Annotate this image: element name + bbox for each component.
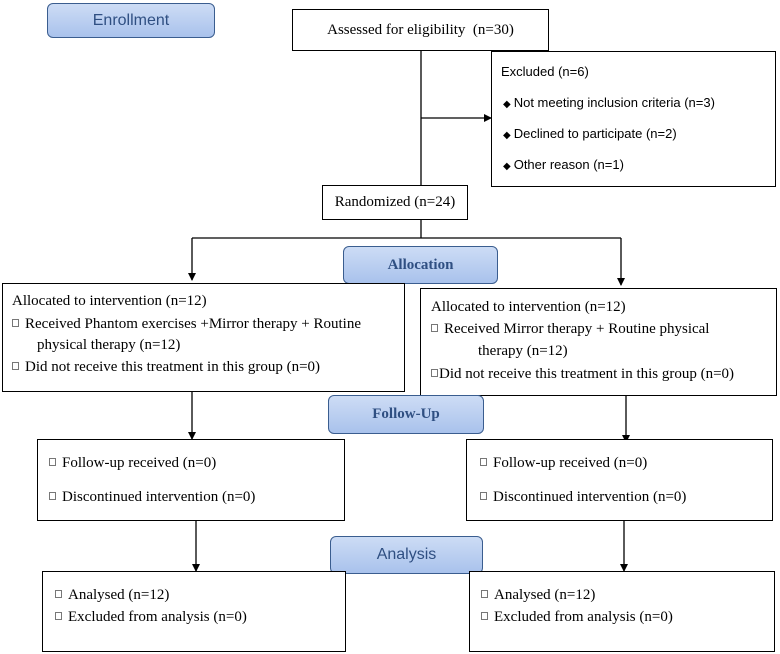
stage-follow-up-label: Follow-Up [372, 406, 440, 422]
checkbox-bullet-icon [55, 590, 62, 598]
checkbox-bullet-icon [481, 612, 488, 620]
checkbox-bullet-icon [431, 369, 438, 377]
stage-allocation-label: Allocation [387, 256, 454, 273]
right-analysis-excluded: Excluded from analysis (n=0) [481, 608, 673, 627]
stage-enrollment: Enrollment [47, 3, 215, 38]
checkbox-bullet-icon [480, 458, 487, 466]
checkbox-bullet-icon [481, 590, 488, 598]
left-allocation-received-cont: physical therapy (n=12) [37, 337, 181, 353]
excluded-item: ◆Not meeting inclusion criteria (n=3) [503, 95, 715, 110]
right-followup-box: Follow-up received (n=0) Discontinued in… [466, 439, 773, 521]
left-followup-discontinued: Discontinued intervention (n=0) [49, 488, 255, 507]
right-analysis-box: Analysed (n=12) Excluded from analysis (… [469, 571, 775, 652]
excluded-item: ◆Declined to participate (n=2) [503, 126, 677, 141]
left-allocation-received: Received Phantom exercises +Mirror thera… [12, 315, 361, 334]
left-followup-received: Follow-up received (n=0) [49, 454, 216, 473]
checkbox-bullet-icon [49, 492, 56, 500]
diamond-bullet-icon: ◆ [503, 99, 511, 110]
checkbox-bullet-icon [49, 458, 56, 466]
excluded-box: Excluded (n=6) ◆Not meeting inclusion cr… [491, 51, 776, 187]
checkbox-bullet-icon [55, 612, 62, 620]
right-allocation-not-received: Did not receive this treatment in this g… [431, 365, 734, 384]
left-analysis-box: Analysed (n=12) Excluded from analysis (… [42, 571, 346, 652]
left-allocation-box: Allocated to intervention (n=12) Receive… [2, 283, 405, 392]
stage-follow-up: Follow-Up [328, 395, 484, 434]
excluded-title: Excluded (n=6) [501, 64, 589, 79]
stage-analysis: Analysis [330, 536, 483, 574]
right-allocation-received-cont: therapy (n=12) [478, 343, 568, 359]
excluded-item: ◆Other reason (n=1) [503, 157, 624, 172]
stage-analysis-label: Analysis [376, 546, 437, 563]
right-followup-discontinued: Discontinued intervention (n=0) [480, 488, 686, 507]
assessed-text: Assessed for eligibility (n=30) [327, 21, 514, 38]
diamond-bullet-icon: ◆ [503, 130, 511, 141]
stage-enrollment-label: Enrollment [92, 11, 170, 29]
checkbox-bullet-icon [480, 492, 487, 500]
left-analysis-analysed: Analysed (n=12) [55, 586, 169, 605]
right-allocation-received: Received Mirror therapy + Routine physic… [431, 320, 709, 339]
randomized-text: Randomized (n=24) [334, 194, 456, 211]
right-followup-received: Follow-up received (n=0) [480, 454, 647, 473]
left-followup-box: Follow-up received (n=0) Discontinued in… [37, 439, 345, 521]
right-allocation-box: Allocated to intervention (n=12) Receive… [420, 288, 777, 396]
right-analysis-analysed: Analysed (n=12) [481, 586, 595, 605]
right-allocation-title: Allocated to intervention (n=12) [431, 299, 626, 315]
stage-allocation: Allocation [343, 246, 498, 284]
randomized-box: Randomized (n=24) [322, 185, 468, 220]
checkbox-bullet-icon [431, 324, 438, 332]
checkbox-bullet-icon [12, 319, 19, 327]
left-allocation-title: Allocated to intervention (n=12) [12, 293, 207, 309]
assessed-box: Assessed for eligibility (n=30) [292, 9, 549, 51]
left-allocation-not-received: Did not receive this treatment in this g… [12, 358, 320, 377]
diamond-bullet-icon: ◆ [503, 161, 511, 172]
left-analysis-excluded: Excluded from analysis (n=0) [55, 608, 247, 627]
checkbox-bullet-icon [12, 362, 19, 370]
